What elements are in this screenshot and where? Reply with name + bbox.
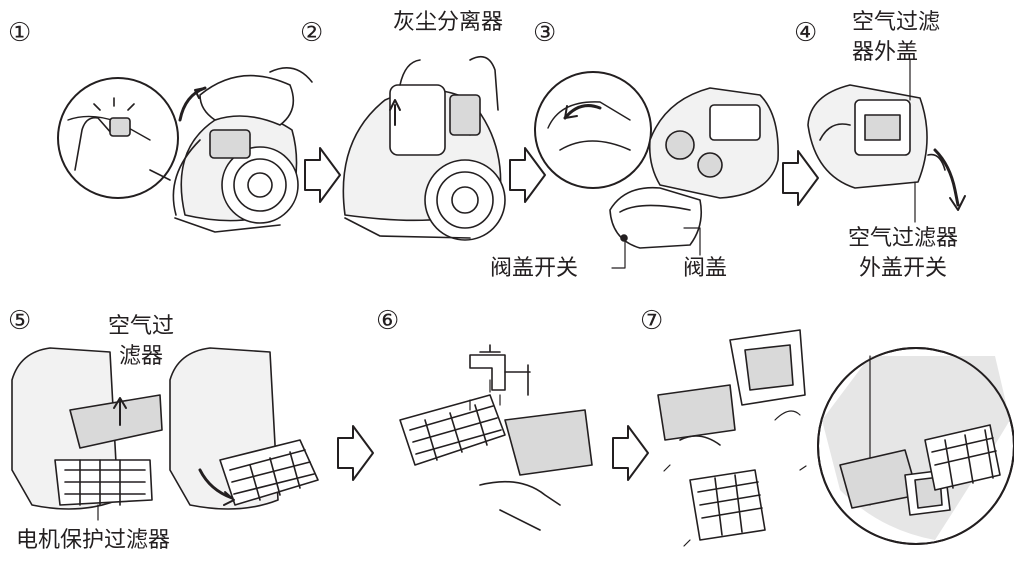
label-motor-protection-filter: 电机保护过滤器 (16, 528, 171, 553)
label-air-filter-cover-switch-line2: 外盖开关 (859, 256, 948, 281)
step2-vacuum-illustration (342, 55, 506, 241)
step7-shaking-illustration (657, 329, 807, 547)
step-number-6: ⑥ (376, 306, 400, 336)
drying-circle-illustration (817, 347, 1014, 545)
step5-filter-illustration (11, 347, 319, 521)
label-air-filter: 空气过 滤器 (108, 312, 174, 372)
step-number-2: ② (300, 18, 324, 48)
step-number-3: ③ (533, 18, 557, 48)
arrow-6 (612, 425, 649, 481)
step-number-1: ① (8, 18, 32, 48)
arrow-2 (509, 147, 546, 203)
label-valve-cover: 阀盖 (683, 256, 728, 281)
step4-cover-illustration (807, 59, 966, 223)
label-air-filter-cover-switch: 空气过滤器 外盖开关 (848, 224, 958, 284)
label-air-filter-line1: 空气过 (108, 314, 175, 339)
label-air-filter-cover: 空气过滤 器外盖 (852, 8, 940, 68)
step-number-7: ⑦ (640, 306, 664, 336)
label-air-filter-cover-switch-line1: 空气过滤器 (848, 226, 959, 251)
label-dust-separator: 灰尘分离器 (393, 10, 504, 35)
step-number-5: ⑤ (8, 306, 32, 336)
step3-separator-illustration (534, 71, 779, 269)
step-number-4: ④ (794, 18, 818, 48)
label-air-filter-cover-line2: 器外盖 (852, 40, 919, 65)
step6-washing-illustration (399, 344, 593, 531)
label-air-filter-line2: 滤器 (119, 344, 164, 369)
arrow-5 (337, 425, 374, 481)
arrow-3 (782, 150, 819, 206)
label-air-filter-cover-line1: 空气过滤 (852, 10, 941, 35)
label-valve-cover-switch: 阀盖开关 (490, 256, 579, 281)
arrow-1 (304, 147, 341, 203)
step1-vacuum-illustration (57, 66, 313, 233)
